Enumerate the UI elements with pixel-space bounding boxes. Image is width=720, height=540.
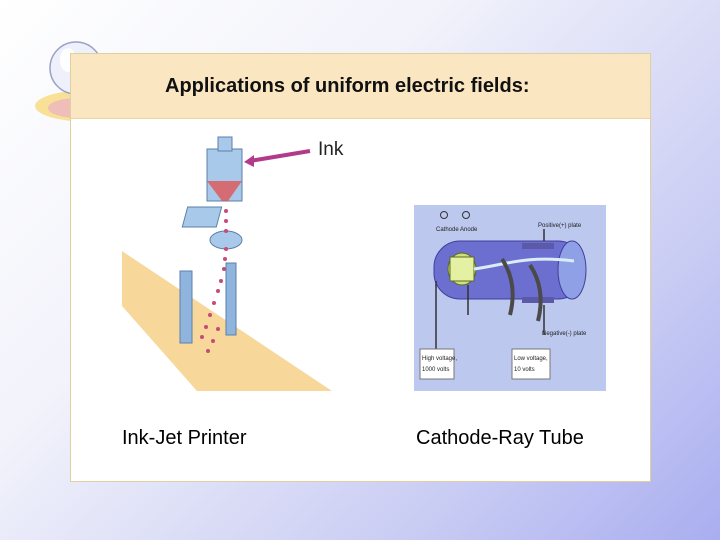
ink-label: Ink xyxy=(318,139,344,160)
ink-arrow xyxy=(249,149,311,163)
inkjet-printer-diagram: Ink xyxy=(122,136,344,391)
ink-droplets xyxy=(200,209,228,353)
cathode-label: Cathode xyxy=(436,227,459,233)
high-voltage-value: 1000 volts xyxy=(422,367,449,373)
deflection-plate xyxy=(179,270,193,344)
slide-title: Applications of uniform electric fields: xyxy=(165,75,530,97)
title-band: Applications of uniform electric fields: xyxy=(71,54,650,119)
deflection-plate xyxy=(225,262,237,336)
cathode-ray-tube-diagram: Cathode Anode Positive(+) plate Negative… xyxy=(414,205,606,391)
positive-plate-label: Positive(+) plate xyxy=(538,223,582,229)
electron-beam xyxy=(473,257,575,271)
negative-plate xyxy=(522,297,554,303)
low-voltage-label: Low voltage, xyxy=(514,356,548,362)
anode-label: Anode xyxy=(460,227,478,233)
high-voltage-label: High voltage, xyxy=(422,356,457,362)
crt-caption: Cathode-Ray Tube xyxy=(416,427,584,449)
low-voltage-value: 10 volts xyxy=(514,367,535,373)
negative-plate-label: Negative(-) plate xyxy=(542,331,587,337)
positive-plate xyxy=(522,243,554,249)
inkjet-caption: Ink-Jet Printer xyxy=(122,427,247,449)
charging-unit xyxy=(181,206,223,228)
slide-card: Applications of uniform electric fields:… xyxy=(70,53,651,482)
